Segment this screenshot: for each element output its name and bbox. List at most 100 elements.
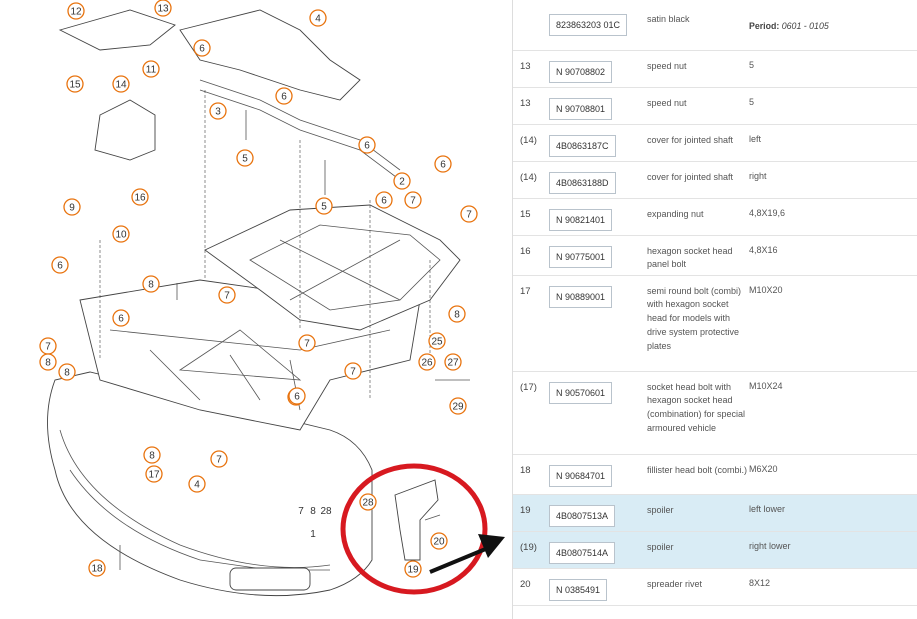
table-row[interactable]: 823863203 01C satin black Period: 0601 -…: [513, 0, 917, 51]
callout[interactable]: 6: [275, 87, 293, 105]
callout[interactable]: 7: [404, 191, 422, 209]
callout[interactable]: 7: [460, 205, 478, 223]
callout[interactable]: 11: [142, 60, 160, 78]
part-number-box[interactable]: 4B0807514A: [549, 541, 616, 564]
callout[interactable]: 20: [430, 532, 448, 550]
callout[interactable]: 4: [188, 475, 206, 493]
callout-label: 4: [315, 14, 321, 25]
callout[interactable]: 7: [210, 450, 228, 468]
callout[interactable]: 8: [39, 353, 57, 371]
remark-cell: left: [749, 124, 917, 162]
table-row[interactable]: 13 N 90708801 speed nut 5: [513, 87, 917, 125]
callout[interactable]: 19: [404, 560, 422, 578]
callout[interactable]: 7: [218, 286, 236, 304]
callout[interactable]: 3: [209, 102, 227, 120]
callout-label: 7: [216, 455, 222, 466]
callout[interactable]: 6: [288, 387, 306, 405]
callout[interactable]: 13: [154, 0, 172, 17]
callout[interactable]: 12: [67, 2, 85, 20]
annotation-arrow-head: [478, 534, 505, 558]
callout[interactable]: 6: [434, 155, 452, 173]
remark-cell: right: [749, 161, 917, 199]
callout-label: 7: [224, 291, 230, 302]
part-number-box[interactable]: 4B0863188D: [549, 171, 616, 194]
callout-label: 10: [115, 230, 127, 241]
callout-label: 5: [321, 202, 327, 213]
callout-label: 25: [431, 337, 443, 348]
callout[interactable]: 26: [418, 353, 436, 371]
part-number-box[interactable]: N 90889001: [549, 285, 613, 308]
callout[interactable]: 6: [51, 256, 69, 274]
callout[interactable]: 27: [444, 353, 462, 371]
callout[interactable]: 8: [448, 305, 466, 323]
pos-cell: 18: [513, 454, 549, 495]
callout-label: 28: [362, 498, 374, 509]
description-cell: speed nut: [647, 50, 749, 88]
callout-label: 27: [447, 358, 459, 369]
table-row[interactable]: 18 N 90684701 fillister head bolt (combi…: [513, 454, 917, 495]
callout-label: 6: [57, 261, 63, 272]
description-cell: expanding nut: [647, 198, 749, 236]
callout[interactable]: 8: [58, 363, 76, 381]
pos-cell: 20: [513, 568, 549, 606]
table-row-highlighted[interactable]: 19 4B0807513A spoiler left lower: [513, 494, 917, 532]
callout[interactable]: 16: [131, 188, 149, 206]
callout[interactable]: 7: [298, 334, 316, 352]
callout[interactable]: 25: [428, 332, 446, 350]
part-number-box[interactable]: N 90775001: [549, 245, 613, 268]
part-number-box[interactable]: 4B0863187C: [549, 134, 616, 157]
callout-label: 1: [310, 529, 316, 540]
part-number-box[interactable]: N 90708802: [549, 60, 613, 83]
part-number-box[interactable]: N 90684701: [549, 464, 613, 487]
callout[interactable]: 15: [66, 75, 84, 93]
pos-cell: [513, 0, 549, 51]
part-number-box[interactable]: N 0385491: [549, 578, 608, 601]
callout[interactable]: 18: [88, 559, 106, 577]
callout-label: 7: [304, 339, 310, 350]
callout[interactable]: 5: [236, 149, 254, 167]
part-number-box[interactable]: N 90570601: [549, 381, 613, 404]
callout[interactable]: 5: [315, 197, 333, 215]
table-row[interactable]: (14) 4B0863188D cover for jointed shaft …: [513, 161, 917, 199]
remark-cell: Period: 0601 - 0105: [749, 0, 917, 51]
part-number-box[interactable]: N 90821401: [549, 208, 613, 231]
callout-label: 19: [407, 565, 419, 576]
callout[interactable]: 8: [142, 275, 160, 293]
callout[interactable]: 4: [309, 9, 327, 27]
callout[interactable]: 7: [344, 362, 362, 380]
callout-label: 7: [466, 210, 472, 221]
part-number-box[interactable]: 823863203 01C: [549, 14, 628, 36]
callout-label: 17: [148, 470, 160, 481]
callout[interactable]: 17: [145, 465, 163, 483]
part-number-box[interactable]: N 90708801: [549, 97, 613, 120]
callout[interactable]: 10: [112, 225, 130, 243]
callout[interactable]: 6: [358, 136, 376, 154]
table-row[interactable]: 20 N 0385491 spreader rivet 8X12: [513, 568, 917, 606]
callout[interactable]: 14: [112, 75, 130, 93]
callout[interactable]: 8: [143, 446, 161, 464]
table-row[interactable]: (14) 4B0863187C cover for jointed shaft …: [513, 124, 917, 162]
description-cell: socket head bolt with hexagon socket hea…: [647, 371, 749, 455]
callout-label: 9: [69, 203, 75, 214]
table-row-highlighted[interactable]: (19) 4B0807514A spoiler right lower: [513, 531, 917, 569]
callout-label: 18: [91, 564, 103, 575]
part-number-box[interactable]: 4B0807513A: [549, 504, 616, 527]
callout[interactable]: 2: [393, 172, 411, 190]
callout[interactable]: 9: [63, 198, 81, 216]
parts-panel: 823863203 01C satin black Period: 0601 -…: [512, 0, 917, 619]
parts-table: 823863203 01C satin black Period: 0601 -…: [513, 0, 917, 606]
table-row[interactable]: 15 N 90821401 expanding nut 4,8X19,6: [513, 198, 917, 236]
callout[interactable]: 6: [112, 309, 130, 327]
table-row[interactable]: 13 N 90708802 speed nut 5: [513, 50, 917, 88]
callout[interactable]: 7: [39, 337, 57, 355]
callout[interactable]: 6: [193, 39, 211, 57]
table-row[interactable]: 16 N 90775001 hexagon socket head panel …: [513, 235, 917, 276]
callout[interactable]: 29: [449, 397, 467, 415]
callout[interactable]: 28: [359, 493, 377, 511]
table-row[interactable]: 17 N 90889001 semi round bolt (combi) wi…: [513, 275, 917, 372]
table-row[interactable]: (17) N 90570601 socket head bolt with he…: [513, 371, 917, 455]
description-cell: semi round bolt (combi) with hexagon soc…: [647, 275, 749, 372]
callout-label: 5: [242, 154, 248, 165]
pos-cell: 19: [513, 494, 549, 532]
callout[interactable]: 6: [375, 191, 393, 209]
